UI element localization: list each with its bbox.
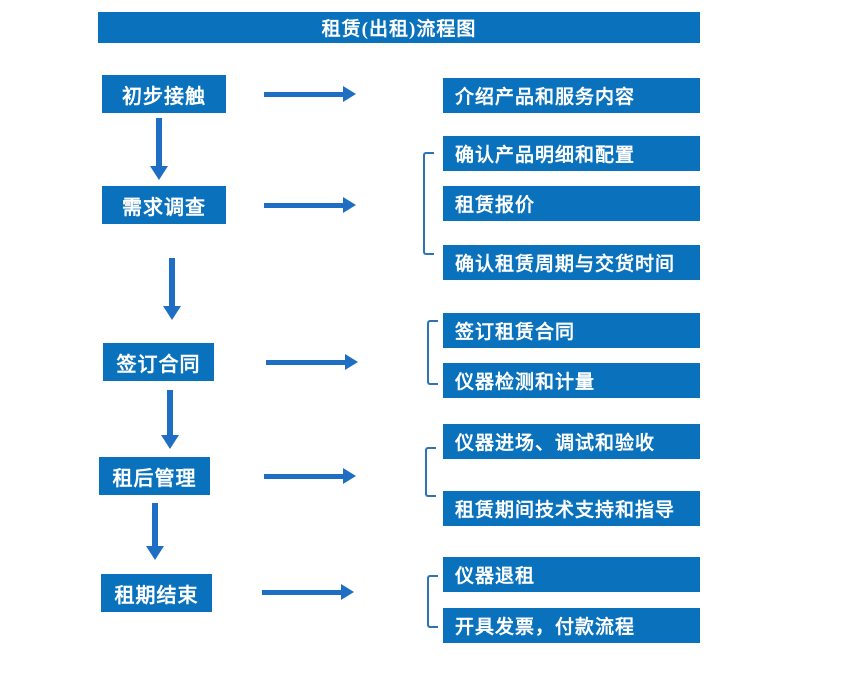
stage-label: 需求调查 (122, 196, 206, 219)
arrow-right-icon (264, 86, 356, 102)
item-label: 签订租赁合同 (455, 322, 576, 343)
stage-box-demand-survey: 需求调查 (102, 186, 226, 224)
page-title: 租赁(出租)流程图 (321, 19, 477, 40)
arrow-down-icon (150, 118, 168, 180)
item-confirm-product-details-config: 确认产品明细和配置 (443, 136, 700, 171)
group-bracket (427, 320, 438, 385)
group-bracket (425, 447, 436, 497)
item-sign-rental-contract: 签订租赁合同 (443, 313, 700, 348)
item-label: 仪器退租 (455, 566, 536, 587)
item-instrument-inspection-measurement: 仪器检测和计量 (443, 363, 700, 398)
item-label: 仪器检测和计量 (455, 372, 596, 393)
item-rental-tech-support-guidance: 租赁期间技术支持和指导 (443, 491, 700, 526)
arrow-right-icon (262, 584, 354, 600)
arrow-down-icon (163, 258, 181, 320)
arrow-right-icon (266, 354, 358, 370)
item-label: 仪器进场、调试和验收 (455, 433, 656, 454)
item-introduce-products-services: 介绍产品和服务内容 (443, 78, 700, 113)
arrow-down-icon (146, 503, 164, 560)
item-label: 确认租赁周期与交货时间 (455, 254, 676, 275)
stage-box-sign-contract: 签订合同 (103, 343, 214, 381)
item-instrument-arrival-debug-acceptance: 仪器进场、调试和验收 (443, 424, 700, 459)
item-label: 确认产品明细和配置 (455, 145, 636, 166)
arrow-down-icon (161, 390, 179, 449)
item-confirm-rental-period-delivery: 确认租赁周期与交货时间 (443, 245, 700, 280)
stage-box-initial-contact: 初步接触 (102, 75, 226, 113)
group-bracket (427, 575, 438, 628)
item-label: 租赁期间技术支持和指导 (455, 500, 676, 521)
item-label: 开具发票，付款流程 (455, 617, 636, 638)
stage-label: 签订合同 (116, 353, 201, 376)
stage-label: 租期结束 (114, 584, 199, 607)
group-bracket (423, 152, 434, 255)
item-invoice-payment-process: 开具发票，付款流程 (443, 608, 700, 643)
stage-label: 初步接触 (122, 85, 206, 108)
item-rental-quote: 租赁报价 (443, 186, 700, 221)
arrow-right-icon (264, 468, 356, 484)
stage-label: 租后管理 (112, 467, 197, 490)
item-label: 介绍产品和服务内容 (455, 87, 636, 108)
stage-box-rental-period-end: 租期结束 (101, 574, 212, 612)
stage-box-post-rental-management: 租后管理 (99, 457, 210, 495)
item-instrument-return: 仪器退租 (443, 557, 700, 592)
arrow-right-icon (264, 197, 356, 213)
title-bar: 租赁(出租)流程图 (98, 12, 700, 43)
item-label: 租赁报价 (455, 195, 536, 216)
